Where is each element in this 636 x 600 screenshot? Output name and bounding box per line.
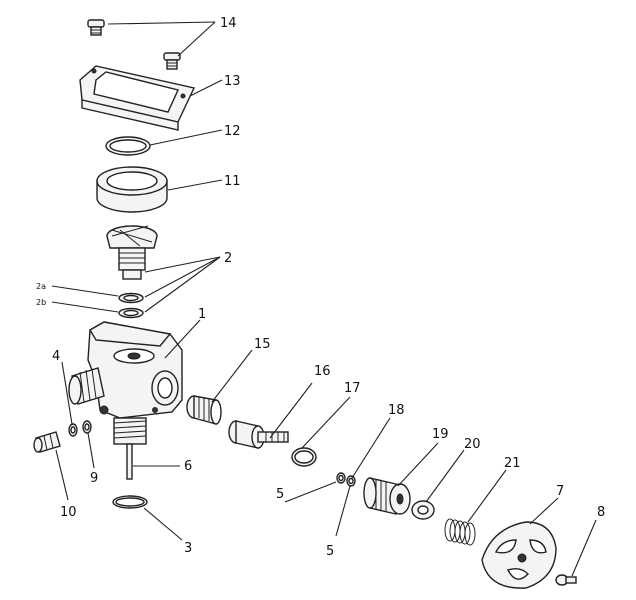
part-4-small-ring bbox=[68, 423, 78, 437]
part-number-labels: 14 13 12 11 2 2a 2b 1 4 9 10 6 3 15 16 1… bbox=[36, 16, 605, 559]
label-2b: 2b bbox=[36, 298, 46, 307]
label-20: 20 bbox=[464, 437, 481, 452]
part-14-screw-top bbox=[87, 19, 105, 36]
part-15-insert bbox=[186, 395, 222, 425]
part-3-o-ring bbox=[112, 495, 148, 509]
label-19: 19 bbox=[432, 427, 449, 442]
label-1: 1 bbox=[198, 307, 206, 322]
label-21: 21 bbox=[504, 456, 521, 471]
label-2a: 2a bbox=[36, 282, 46, 291]
part-5-o-ring-a bbox=[336, 472, 346, 484]
part-8-screw bbox=[555, 574, 577, 586]
label-7: 7 bbox=[556, 484, 564, 499]
part-17-o-ring bbox=[291, 447, 317, 467]
part-1-valve-body bbox=[68, 321, 183, 445]
label-6: 6 bbox=[184, 459, 192, 474]
label-5-lower: 5 bbox=[326, 544, 334, 559]
label-12: 12 bbox=[224, 124, 241, 139]
label-18: 18 bbox=[388, 403, 405, 418]
label-3: 3 bbox=[184, 541, 192, 556]
label-11: 11 bbox=[224, 174, 241, 189]
part-11-ring-nut bbox=[96, 166, 168, 213]
part-5-o-ring-b bbox=[346, 475, 356, 487]
label-17: 17 bbox=[344, 381, 361, 396]
label-14: 14 bbox=[220, 16, 237, 31]
part-2b-washer bbox=[118, 307, 144, 319]
label-5-upper: 5 bbox=[276, 487, 284, 502]
label-8: 8 bbox=[597, 505, 605, 520]
part-6-dip-tube bbox=[126, 443, 133, 480]
label-4: 4 bbox=[52, 349, 60, 364]
part-9-small-ring bbox=[82, 420, 92, 434]
label-2: 2 bbox=[224, 251, 232, 266]
part-2-stem bbox=[106, 225, 158, 280]
label-16: 16 bbox=[314, 364, 331, 379]
part-16-spindle bbox=[228, 420, 289, 449]
part-2a-washer bbox=[118, 292, 144, 304]
part-14-screw-lower bbox=[163, 52, 181, 70]
part-12-gasket bbox=[105, 136, 151, 156]
part-20-washer bbox=[411, 500, 435, 520]
part-13-frame-plate bbox=[79, 65, 196, 131]
label-10: 10 bbox=[60, 505, 77, 520]
part-7-handwheel bbox=[481, 521, 557, 589]
part-21-spring bbox=[444, 518, 476, 546]
part-10-plug bbox=[33, 431, 61, 453]
label-13: 13 bbox=[224, 74, 241, 89]
part-19-bushing bbox=[363, 477, 411, 515]
label-15: 15 bbox=[254, 337, 271, 352]
label-9: 9 bbox=[90, 471, 98, 486]
leader-lines bbox=[51, 21, 597, 577]
